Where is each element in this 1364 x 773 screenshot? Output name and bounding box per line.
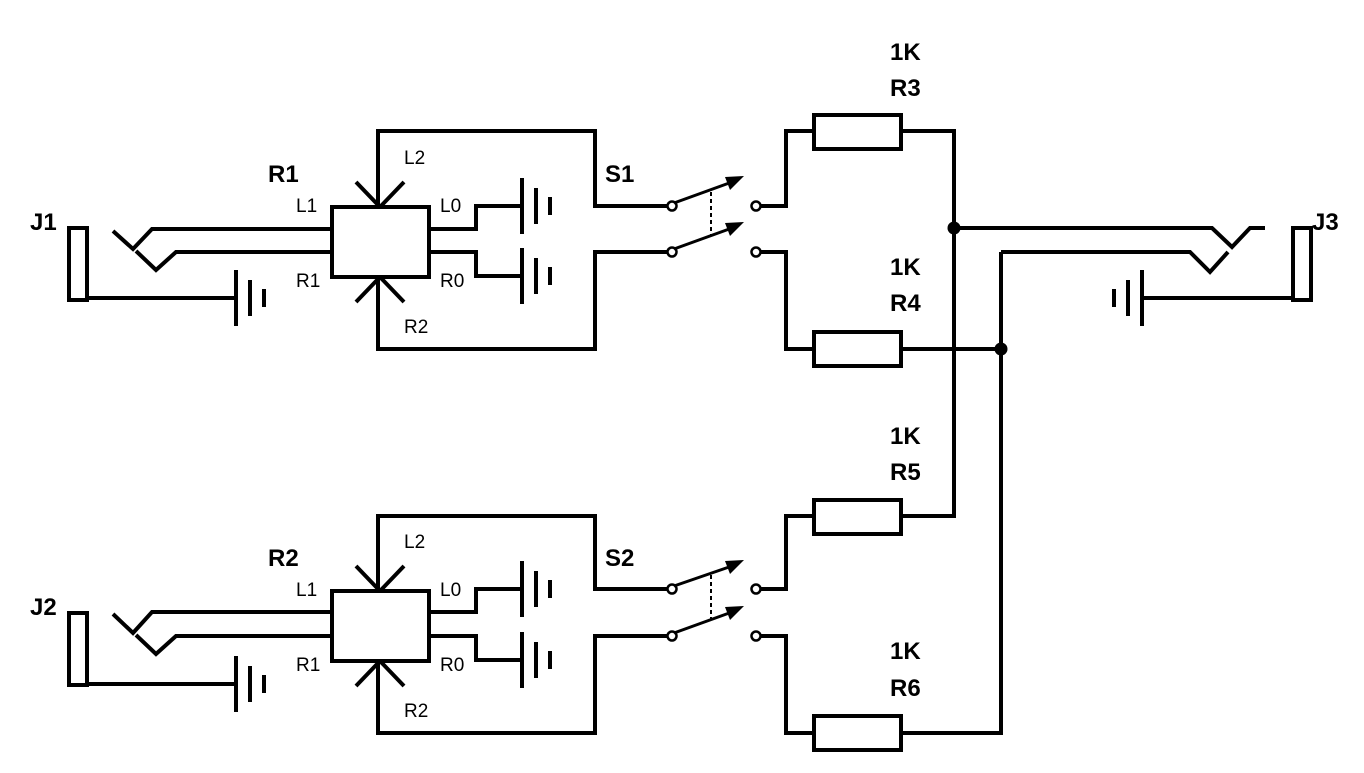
jack-j2-label: J2: [30, 594, 57, 621]
jack-j3-label: J3: [1312, 209, 1339, 236]
resistor-r5-name: R5: [890, 459, 921, 486]
pot-r2-pin-l1: L1: [296, 580, 317, 601]
resistor-r6-name: R6: [890, 675, 921, 702]
pot-r1-pin-l0: L0: [440, 196, 461, 217]
resistor-r4-value: 1K: [890, 254, 921, 281]
resistor-r3-name: R3: [890, 75, 921, 102]
switch-s1: S1: [605, 129, 814, 351]
pot-r2-pin-r0: R0: [440, 655, 464, 676]
resistor-r6-value: 1K: [890, 638, 921, 665]
pot-r1-label: R1: [268, 161, 299, 188]
pot-r1-pin-r2: R2: [404, 317, 428, 338]
pot-r1-pin-l2: L2: [404, 148, 425, 169]
ground-icon: [234, 268, 266, 328]
resistor-r3: 1K R3: [812, 39, 956, 228]
resistor-r5-value: 1K: [890, 423, 921, 450]
pot-r2-pin-r1: R1: [296, 655, 320, 676]
ground-icon: [234, 654, 266, 714]
resistor-r6: 1K R6: [812, 252, 1003, 752]
switch-s2-label: S2: [605, 545, 634, 572]
resistor-r4: 1K R4: [812, 254, 1001, 368]
resistor-r5: 1K R5: [812, 228, 956, 536]
resistor-r4-name: R4: [890, 290, 921, 317]
pot-r1-pin-r0: R0: [440, 271, 464, 292]
switch-s2: S2: [605, 514, 814, 735]
dual-pot-r2: R2 L1 R1 L2 R2 L0 R0: [268, 514, 670, 735]
ground-icon: [1112, 270, 1144, 326]
pot-r2-pin-r2: R2: [404, 701, 428, 722]
resistor-r3-value: 1K: [890, 39, 921, 66]
junction-dot: [994, 342, 1008, 356]
jack-j1-label: J1: [30, 209, 57, 236]
jack-j1: J1: [30, 209, 305, 328]
junction-dot: [947, 221, 961, 235]
pot-r2-pin-l2: L2: [404, 532, 425, 553]
pot-r2-label: R2: [268, 545, 299, 572]
output-bus: [947, 221, 1265, 356]
pot-r1-pin-r1: R1: [296, 271, 320, 292]
switch-s1-label: S1: [605, 161, 634, 188]
jack-j3: J3: [1112, 209, 1339, 326]
pot-r2-pin-l0: L0: [440, 580, 461, 601]
pot-r1-pin-l1: L1: [296, 196, 317, 217]
dual-pot-r1: R1 L1 R1 L2 R2 L0 R0: [268, 129, 670, 351]
jack-j2: J2: [30, 594, 305, 714]
